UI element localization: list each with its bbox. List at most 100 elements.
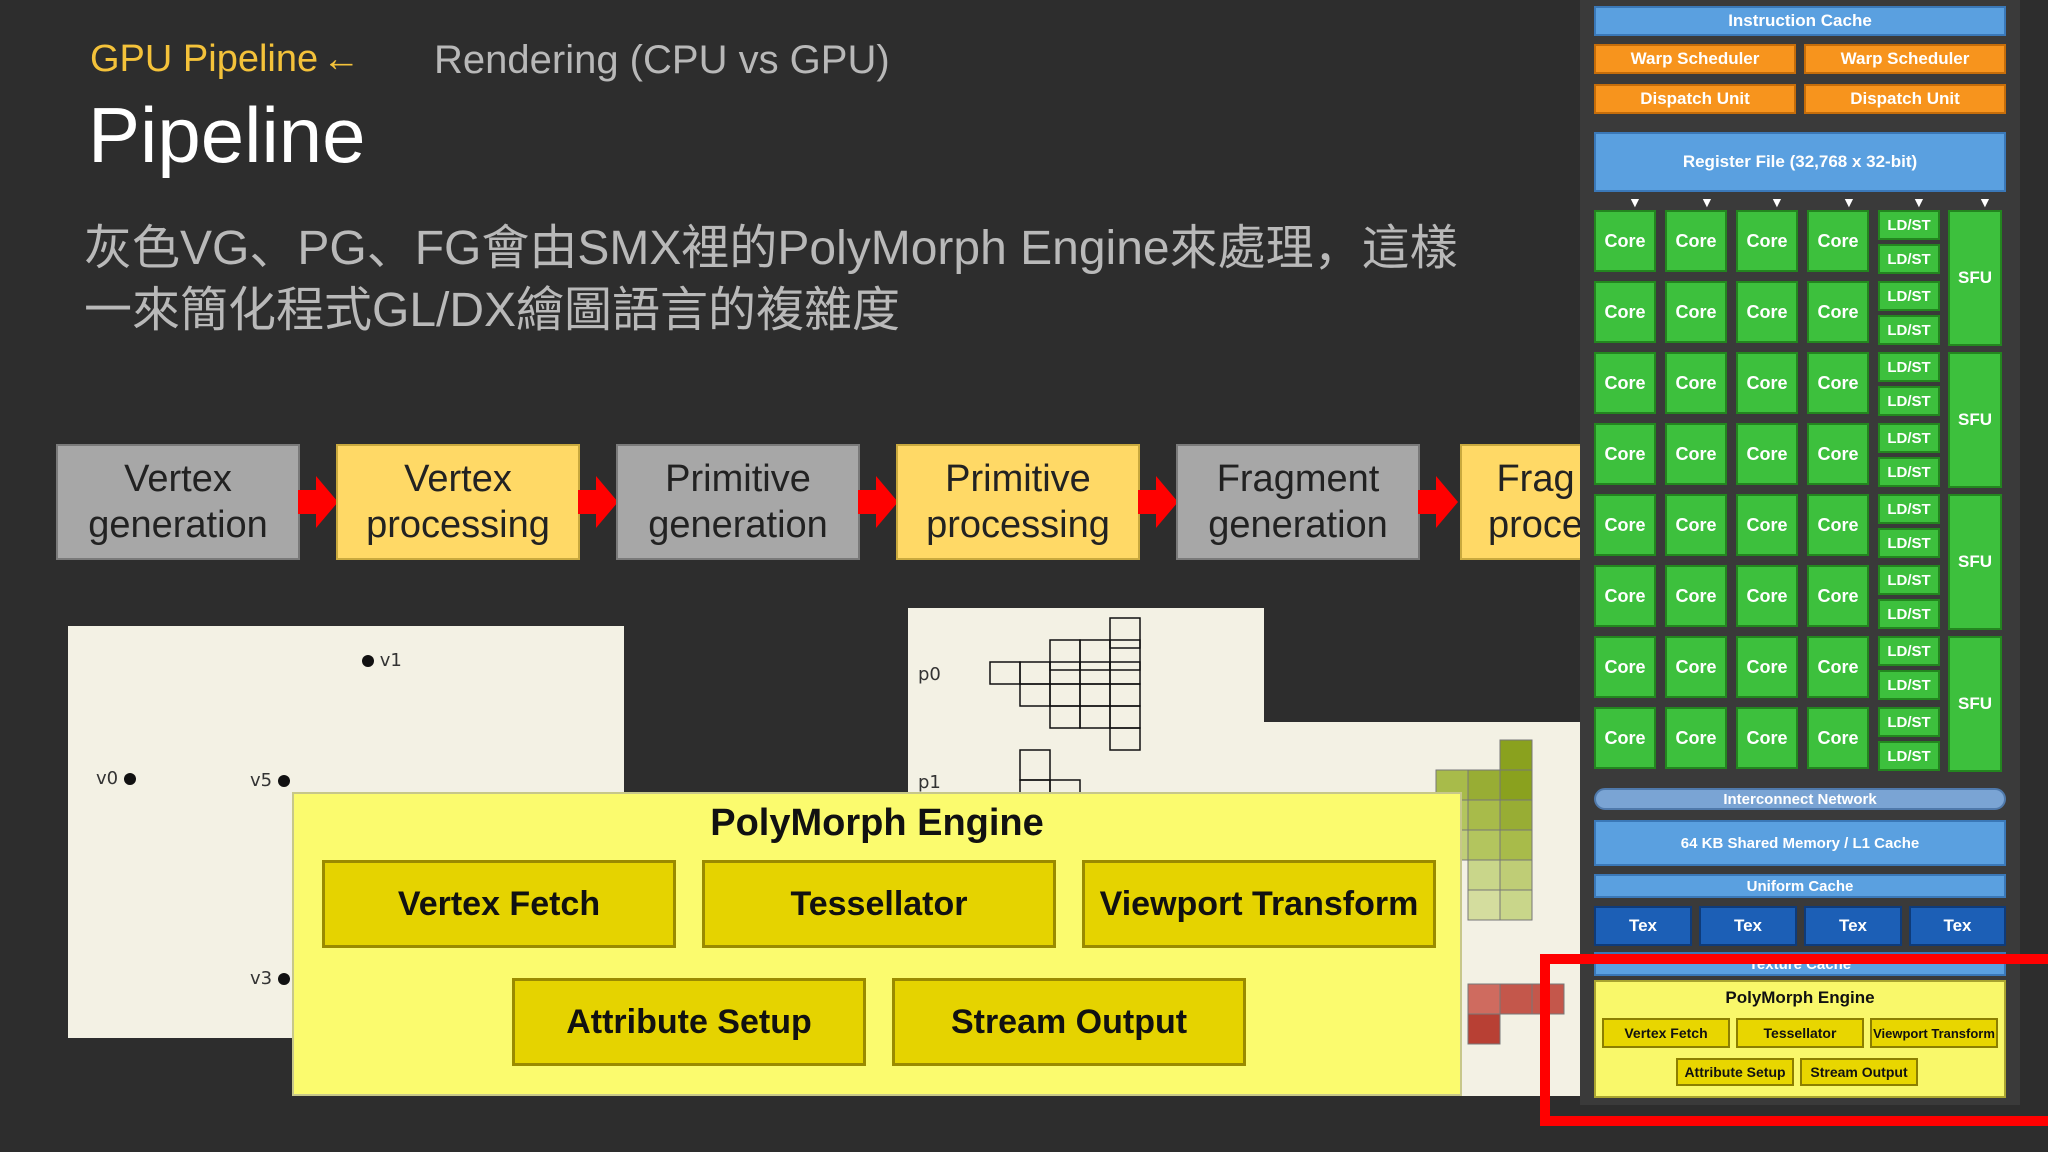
core-unit: Core [1736,352,1798,414]
kicker-text: GPU Pipeline [90,38,319,80]
core-unit: Core [1594,636,1656,698]
smx-pm-title: PolyMorph Engine [1725,988,1875,1007]
smx-vertex-fetch: Vertex Fetch [1602,1018,1730,1048]
core-unit: Core [1807,423,1869,485]
sfu-unit: SFU [1948,210,2002,346]
core-unit: Core [1665,494,1727,556]
core-unit: Core [1594,281,1656,343]
core-unit: Core [1807,707,1869,769]
vertex-v5: v5 [250,770,290,791]
stage-line-1: Vertex [124,458,232,500]
core-unit: Core [1807,636,1869,698]
tex-unit-2: Tex [1699,906,1797,946]
core-unit: Core [1665,281,1727,343]
smx-diagram: Instruction Cache Warp Scheduler Warp Sc… [1580,0,2020,1105]
core-unit: Core [1736,565,1798,627]
stage-line-1: Primitive [665,458,811,500]
fragment-panel: p0 p1 [908,608,1264,808]
pixel-p1: p1 [918,772,941,793]
arrow-down-icon: ▼ [1978,194,1992,210]
tex-unit-4: Tex [1909,906,2006,946]
polymorph-title: PolyMorph Engine [710,802,1044,844]
ldst-unit: LD/ST [1878,386,1940,416]
arrow-down-icon: ▼ [1770,194,1784,210]
stage-line-2: processing [926,504,1110,546]
stage-line-2: proce [1488,504,1582,546]
arrow-down-icon: ▼ [1842,194,1856,210]
smx-polymorph-engine: PolyMorph Engine Vertex Fetch Tessellato… [1594,980,2006,1098]
stream-output-block: Stream Output [892,978,1246,1066]
core-unit: Core [1807,494,1869,556]
back-arrow-icon: ← [322,38,361,80]
register-file: Register File (32,768 x 32-bit) [1594,132,2006,192]
pixel-grid-graphic [989,617,1141,808]
pipeline-arrow-icon [1138,476,1178,528]
core-unit: Core [1736,494,1798,556]
sfu-unit: SFU [1948,636,2002,772]
pipeline-arrow-icon [858,476,898,528]
stage-line-2: generation [88,504,268,546]
tessellator-block: Tessellator [702,860,1056,948]
slide-description: 灰色VG、PG、FG會由SMX裡的PolyMorph Engine來處理，這樣 … [84,218,1524,342]
stage-line-2: generation [648,504,828,546]
ldst-unit: LD/ST [1878,281,1940,311]
core-unit: Core [1807,565,1869,627]
smx-attribute-setup: Attribute Setup [1676,1058,1794,1086]
ldst-unit: LD/ST [1878,599,1940,629]
stage-line-2: generation [1208,504,1388,546]
core-unit: Core [1736,707,1798,769]
instruction-cache: Instruction Cache [1594,6,2006,36]
pipeline-arrow-icon [298,476,338,528]
core-unit: Core [1736,423,1798,485]
ldst-unit: LD/ST [1878,494,1940,524]
core-unit: Core [1807,281,1869,343]
viewport-transform-block: Viewport Transform [1082,860,1436,948]
arrow-down-icon: ▼ [1912,194,1926,210]
core-unit: Core [1665,707,1727,769]
warp-scheduler-2: Warp Scheduler [1804,44,2006,74]
core-unit: Core [1736,281,1798,343]
dispatch-unit-2: Dispatch Unit [1804,84,2006,114]
vertex-v3: v3 [250,968,290,989]
ldst-unit: LD/ST [1878,244,1940,274]
ldst-unit: LD/ST [1878,741,1940,771]
pixel-p0: p0 [918,664,941,685]
sfu-unit: SFU [1948,494,2002,630]
slide-subtitle: Rendering (CPU vs GPU) [434,38,890,82]
core-unit: Core [1594,494,1656,556]
interconnect-network: Interconnect Network [1594,788,2006,810]
tex-unit-3: Tex [1804,906,1902,946]
core-unit: Core [1594,210,1656,272]
shared-memory: 64 KB Shared Memory / L1 Cache [1594,820,2006,866]
vertex-fetch-block: Vertex Fetch [322,860,676,948]
tex-unit-1: Tex [1594,906,1692,946]
core-unit: Core [1807,210,1869,272]
ldst-unit: LD/ST [1878,707,1940,737]
highlight-frame [1540,954,2048,1126]
core-unit: Core [1594,565,1656,627]
description-line-2: 一來簡化程式GL/DX繪圖語言的複雜度 [84,284,901,337]
core-unit: Core [1665,423,1727,485]
ldst-unit: LD/ST [1878,457,1940,487]
ldst-unit: LD/ST [1878,210,1940,240]
description-line-1: 灰色VG、PG、FG會由SMX裡的PolyMorph Engine來處理，這樣 [84,222,1458,275]
stage-line-1: Vertex [404,458,512,500]
core-unit: Core [1594,423,1656,485]
stage-line-1: Primitive [945,458,1091,500]
vertex-v1: v1 [362,650,402,671]
smx-stream-output: Stream Output [1800,1058,1918,1086]
polymorph-engine-diagram: PolyMorph Engine Vertex Fetch Tessellato… [292,792,1462,1096]
core-unit: Core [1594,352,1656,414]
stage-line-2: processing [366,504,550,546]
ldst-unit: LD/ST [1878,670,1940,700]
core-unit: Core [1594,707,1656,769]
stage-line-1: Frag [1496,458,1575,500]
core-unit: Core [1665,636,1727,698]
